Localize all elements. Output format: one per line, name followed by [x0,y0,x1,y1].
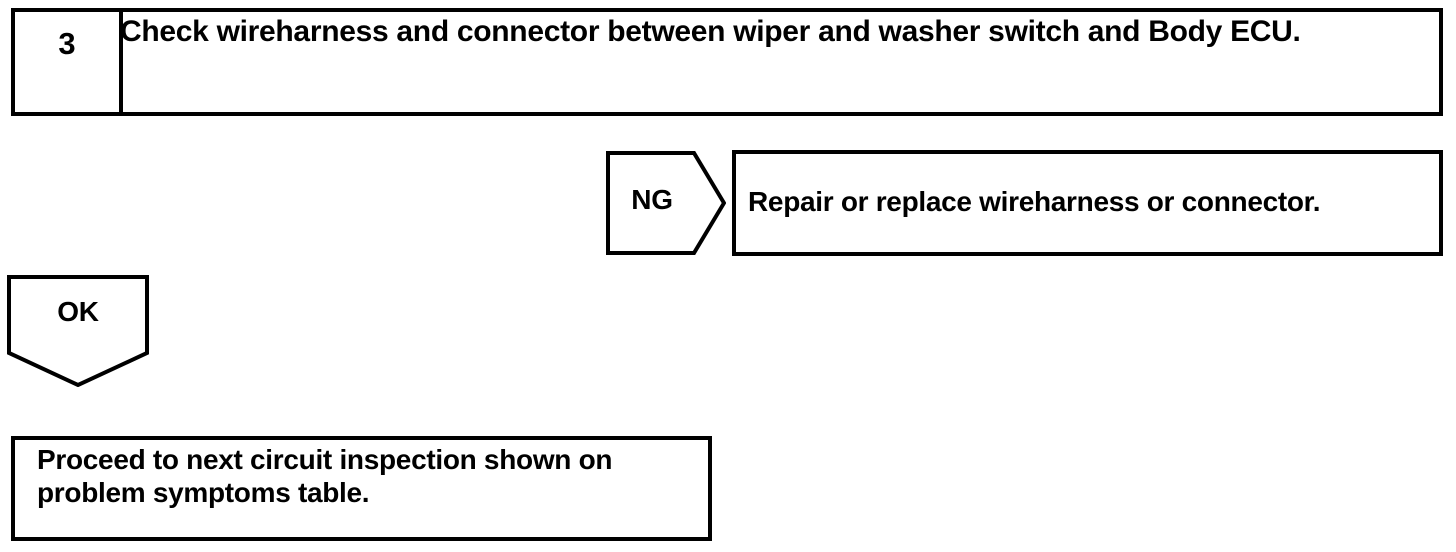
step-number-cell: 3 [15,12,123,112]
step-box: 3 [11,8,1443,116]
ng-arrow-shape [606,151,726,255]
ng-action-text: Repair or replace wireharness or connect… [748,186,1321,217]
ok-action-text: Proceed to next circuit inspection shown… [37,444,613,509]
ok-arrow-shape [7,275,149,387]
ok-result-label: OK [57,296,99,327]
ng-action-box [732,150,1443,256]
ok-action-box [11,436,712,541]
step-number: 3 [58,26,76,61]
step-instruction-text: Check wireharness and connector between … [120,15,1301,48]
ng-result-label: NG [631,184,673,215]
